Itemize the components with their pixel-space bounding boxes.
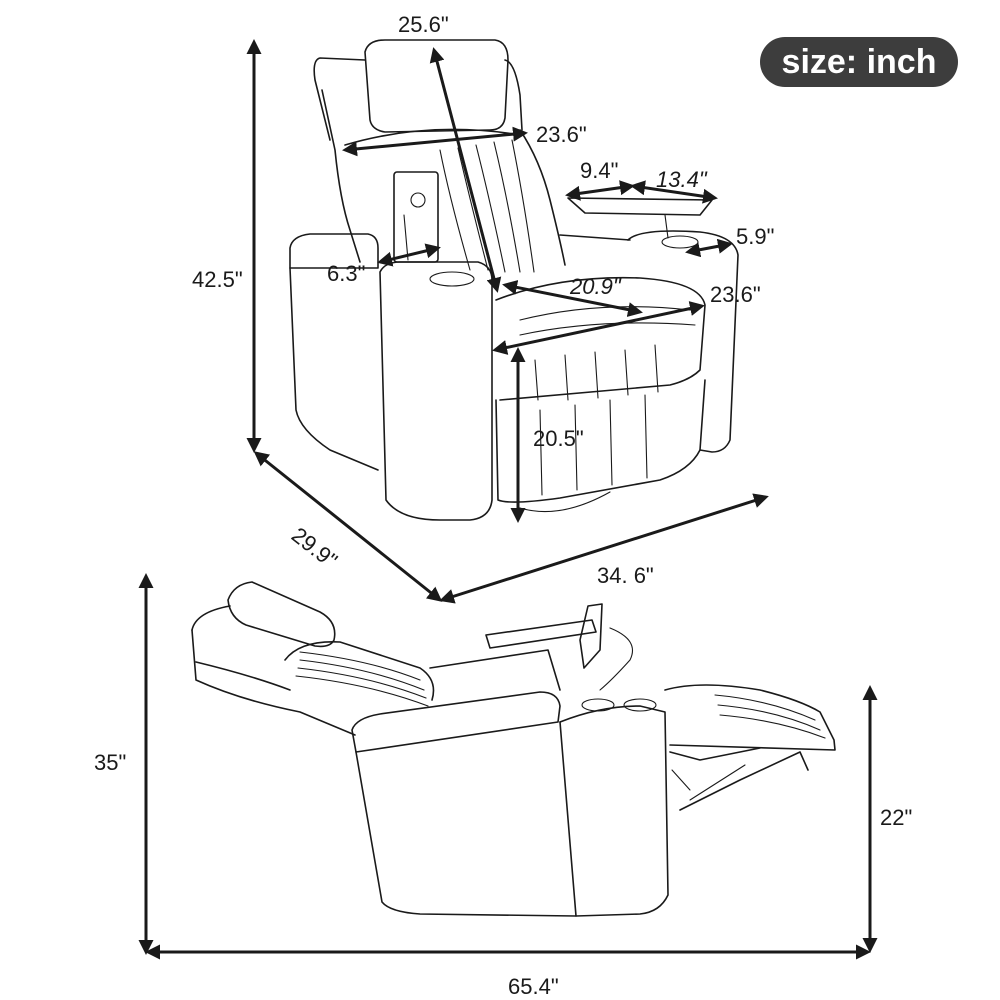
overall-width-label: 34. 6"	[597, 563, 654, 588]
armrest-width-label: 6.3"	[327, 261, 365, 286]
overall-depth-label: 29.9"	[287, 522, 342, 573]
reclined-height-label: 35"	[94, 750, 126, 775]
seat-depth-label: 20.9"	[569, 274, 622, 299]
tray-depth-label: 9.4"	[580, 158, 618, 183]
seat-height-label: 20.5"	[533, 426, 584, 451]
tray-width-label: 13.4"	[656, 167, 708, 192]
footrest-height-label: 22"	[880, 805, 912, 830]
overall-height-label: 42.5"	[192, 267, 243, 292]
reclined-length-label: 65.4"	[508, 974, 559, 999]
dimension-arrows	[138, 39, 878, 960]
seat-width-label: 23.6"	[710, 282, 761, 307]
reclined-recliner-drawing	[191, 581, 836, 917]
backrest-width-label: 23.6"	[536, 122, 587, 147]
cupholder-diameter-label: 5.9"	[736, 224, 774, 249]
unit-badge: size: inch	[760, 37, 958, 87]
headrest-width-label: 25.6"	[398, 12, 449, 37]
